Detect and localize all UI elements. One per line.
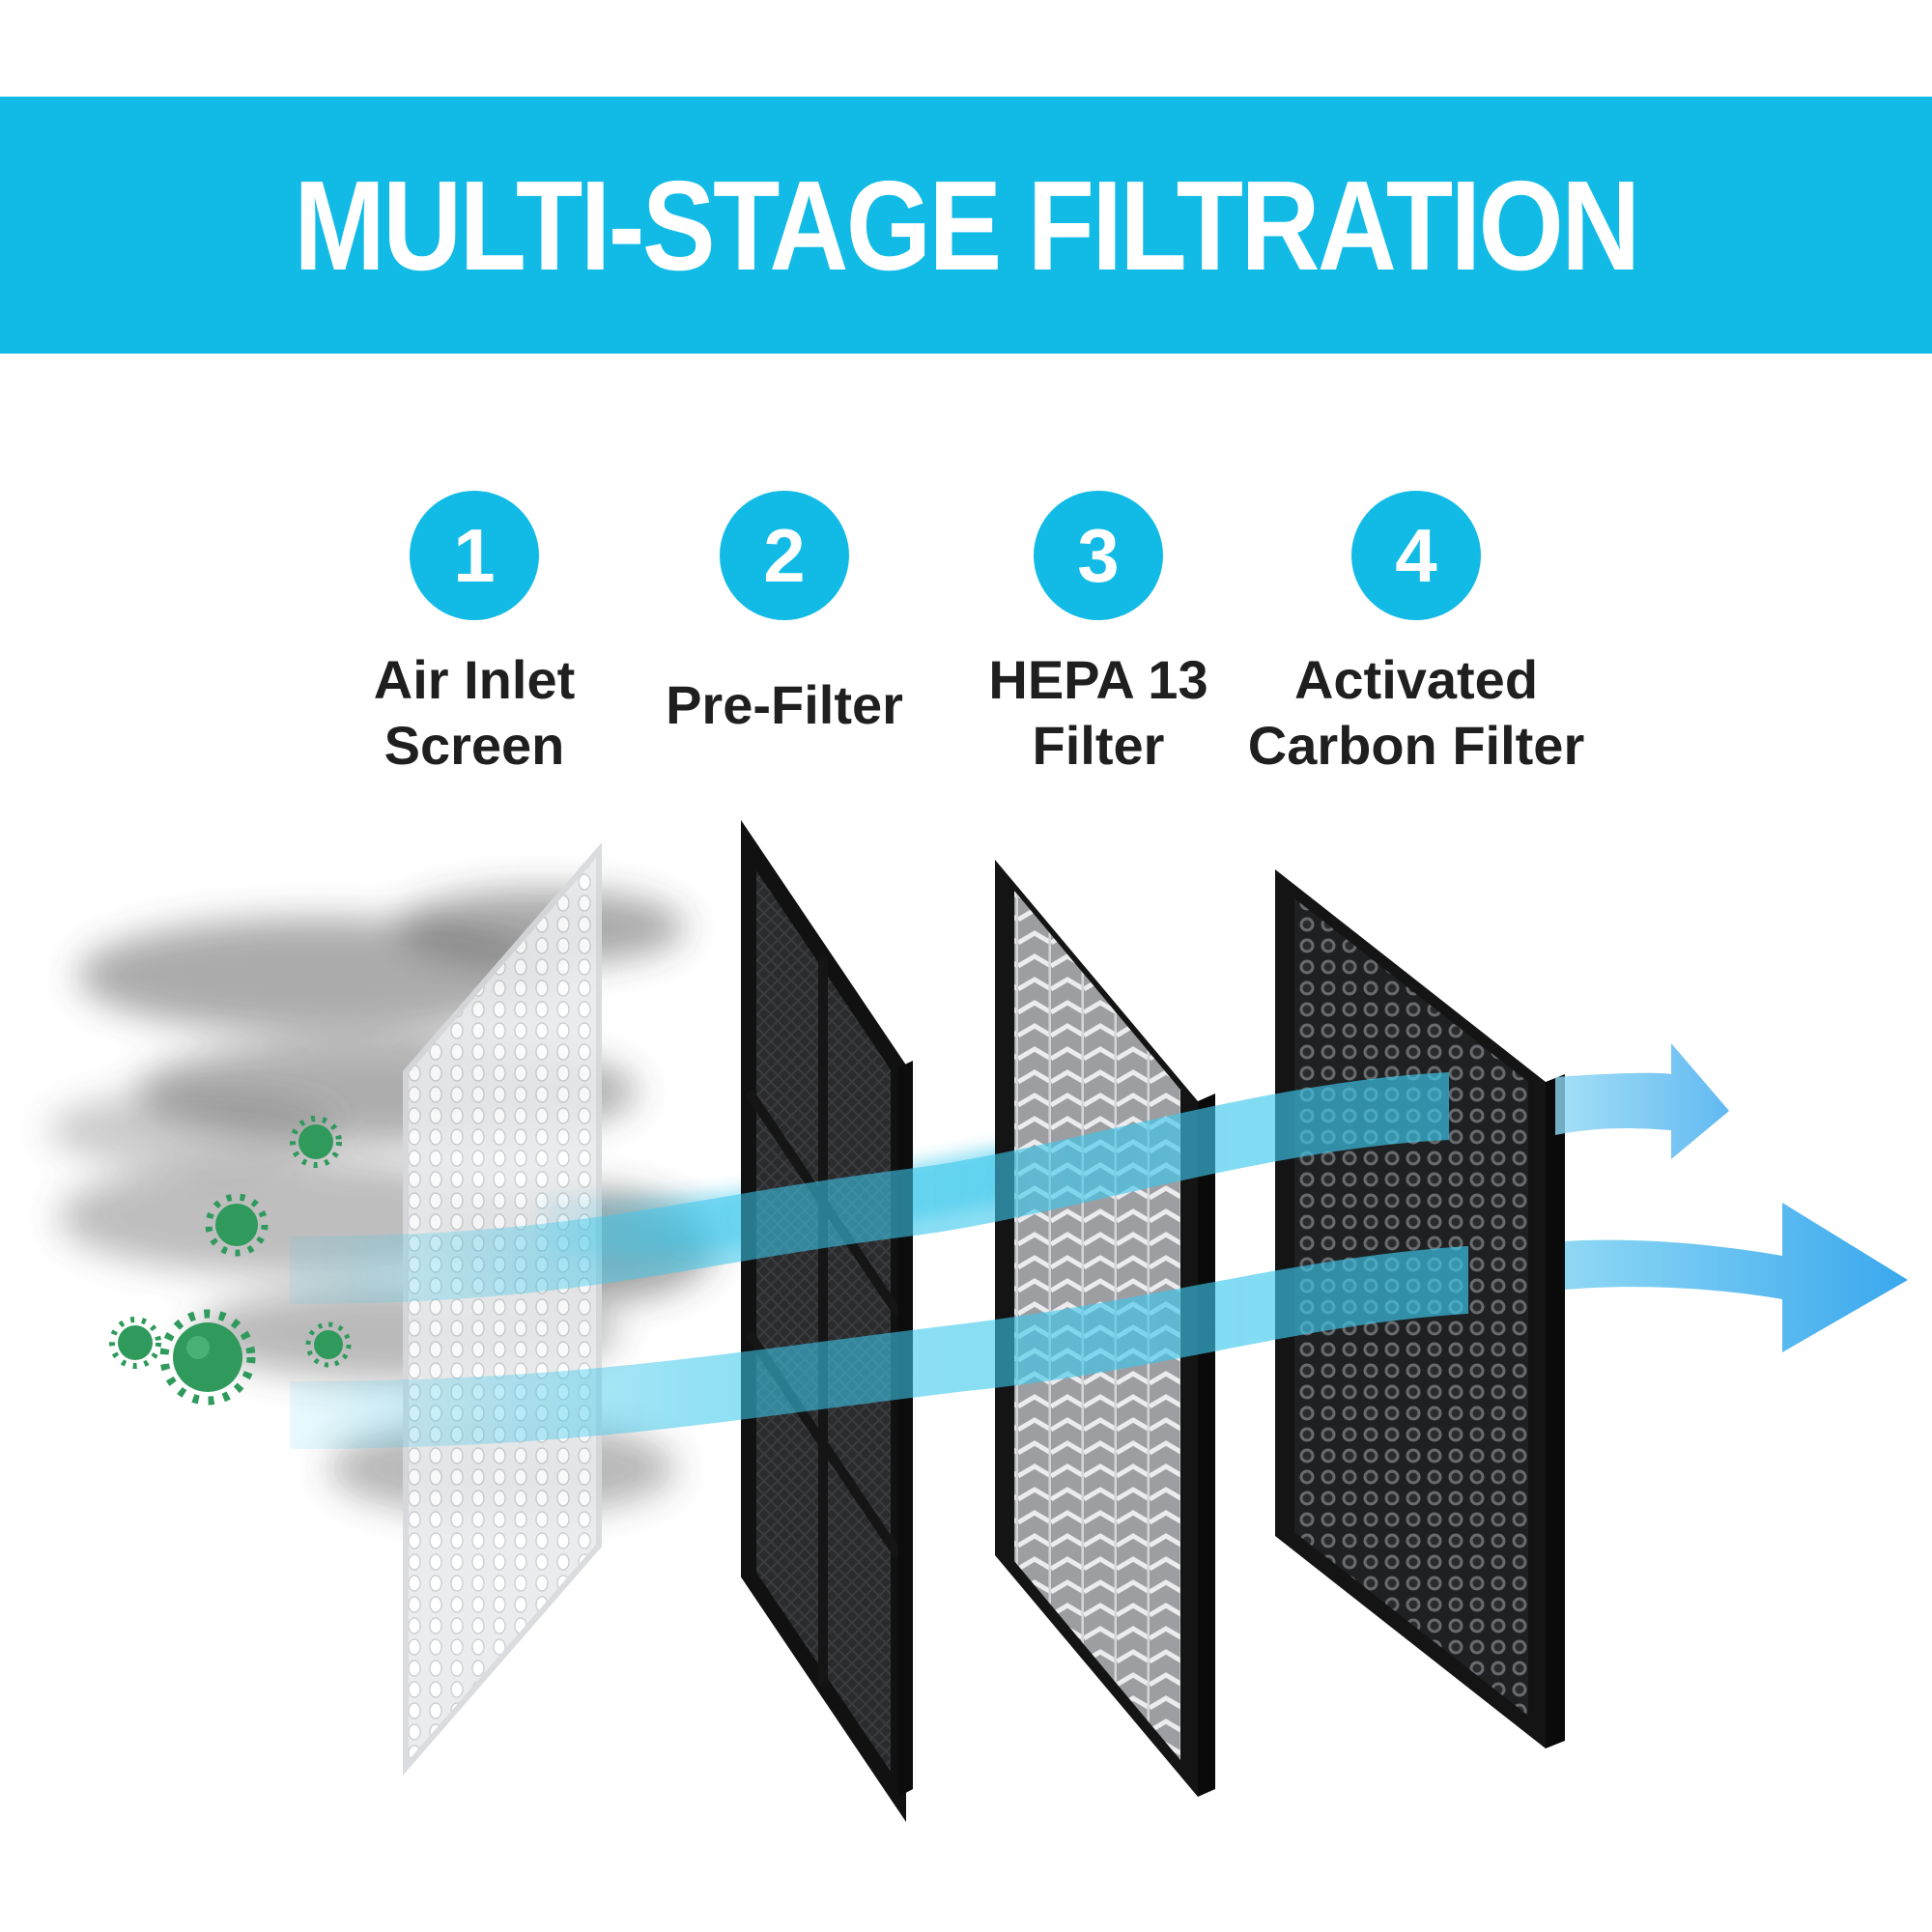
stage-1-number-badge: 1 xyxy=(410,491,539,620)
germ-icon xyxy=(290,1116,342,1168)
germ-icon xyxy=(205,1193,269,1257)
title-banner: MULTI-STAGE FILTRATION xyxy=(0,97,1932,354)
stage-2: 2 Pre-Filter xyxy=(582,491,987,738)
germ-icon xyxy=(109,1317,161,1369)
clean-air-arrow-lower xyxy=(1565,1203,1908,1352)
stage-1: 1 Air Inlet Screen xyxy=(271,491,677,779)
stage-3-label: HEPA 13 Filter xyxy=(988,649,1208,776)
stage-4: 4 Activated Carbon Filter xyxy=(1213,491,1619,779)
stage-3-number-badge: 3 xyxy=(1034,491,1163,620)
stage-2-label: Pre-Filter xyxy=(666,674,903,735)
stage-1-label: Air Inlet Screen xyxy=(373,649,576,776)
stage-4-number-badge: 4 xyxy=(1351,491,1481,620)
air-inlet-screen-panel xyxy=(403,841,602,1776)
airflow-streams xyxy=(290,1072,1468,1449)
stage-3: 3 HEPA 13 Filter xyxy=(895,491,1301,779)
germ-particles xyxy=(109,1116,352,1406)
stage-4-label: Activated Carbon Filter xyxy=(1247,649,1585,776)
page-title: MULTI-STAGE FILTRATION xyxy=(294,154,1640,297)
stage-2-number-badge: 2 xyxy=(720,491,849,620)
germ-icon xyxy=(305,1321,352,1368)
germ-icon xyxy=(159,1309,256,1406)
clean-air-arrow-upper xyxy=(1555,1043,1729,1159)
pre-filter-panel xyxy=(741,819,913,1823)
